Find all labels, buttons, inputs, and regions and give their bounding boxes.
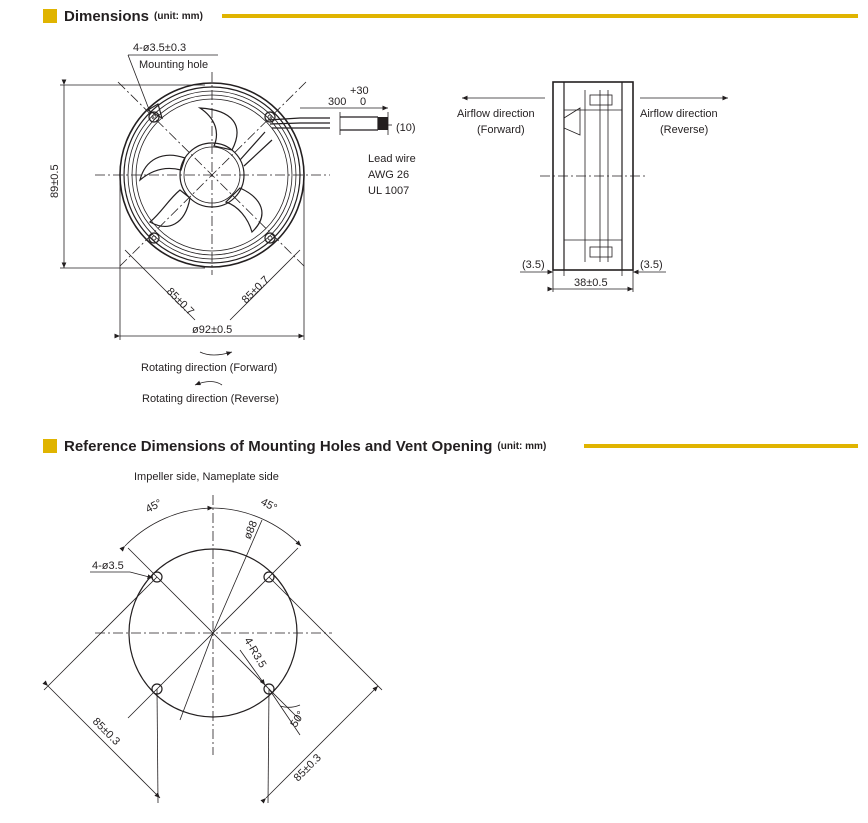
dimensions-header: Dimensions (unit: mm) <box>43 6 203 26</box>
pitch-right-dim: 85±0.7 <box>240 274 272 306</box>
pitch-left-dim: 85±0.7 <box>164 286 196 318</box>
angle-bottom: 50° <box>288 709 307 729</box>
lead-wire-line3: UL 1007 <box>368 185 409 197</box>
hole-dim: 4-ø3.5 <box>92 560 124 572</box>
lead-wire-line1: Lead wire <box>368 153 416 165</box>
rotation-reverse: Rotating direction (Reverse) <box>142 393 279 405</box>
airflow-reverse-line2: (Reverse) <box>660 124 708 136</box>
vent-diameter: ø88 <box>242 519 260 541</box>
flange-left-dim: (3.5) <box>522 259 545 271</box>
angle-right: 45° <box>259 496 279 514</box>
section-title: Dimensions <box>64 7 150 25</box>
section-rule <box>584 444 858 448</box>
section-marker <box>43 9 57 23</box>
reference-caption: Impeller side, Nameplate side <box>134 471 279 483</box>
rotation-forward: Rotating direction (Forward) <box>141 362 277 374</box>
section-unit: (unit: mm) <box>154 10 203 22</box>
lead-tolerance: +30 <box>350 85 369 97</box>
height-dim: 89±0.5 <box>49 164 61 198</box>
lead-zero: 0 <box>360 96 366 108</box>
strip-length: (10) <box>396 122 416 134</box>
fan-side-view: Airflow direction (Forward) Airflow dire… <box>457 81 728 292</box>
airflow-forward-line1: Airflow direction <box>457 108 535 120</box>
section-marker <box>43 439 57 453</box>
lead-length: 300 <box>328 96 346 108</box>
section-unit: (unit: mm) <box>497 440 547 452</box>
reference-header: Reference Dimensions of Mounting Holes a… <box>43 436 546 456</box>
flange-right-dim: (3.5) <box>640 259 663 271</box>
airflow-reverse-line1: Airflow direction <box>640 108 718 120</box>
section-title: Reference Dimensions of Mounting Holes a… <box>64 437 493 455</box>
airflow-forward-line2: (Forward) <box>477 124 525 136</box>
diameter-dim: ø92±0.5 <box>192 324 232 336</box>
mounting-hole-dim: 4-ø3.5±0.3 <box>133 42 186 54</box>
mounting-hole-label: Mounting hole <box>139 59 208 71</box>
section-rule <box>222 14 858 18</box>
reference-drawing: Impeller side, Nameplate side 45° 45° ø8… <box>42 471 383 804</box>
lead-wire-line2: AWG 26 <box>368 169 409 181</box>
angle-left: 45° <box>144 497 164 515</box>
pitch-left: 85±0.3 <box>90 716 122 748</box>
depth-dim: 38±0.5 <box>574 277 608 289</box>
fan-front-view: 4-ø3.5±0.3 Mounting hole +30 300 0 (10) … <box>49 42 416 405</box>
